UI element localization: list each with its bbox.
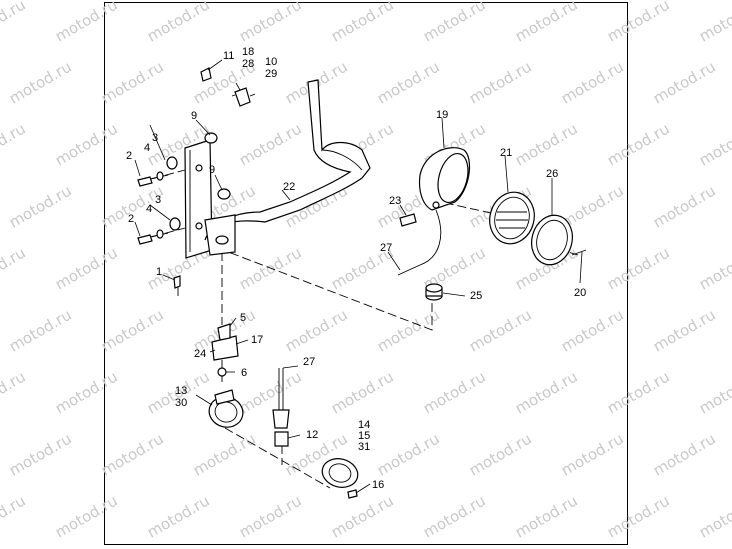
nut-upper [204, 132, 218, 144]
callout-2-upper: 2 [126, 150, 132, 162]
switch-housing [208, 389, 244, 428]
clip-nut [200, 67, 212, 82]
headlamp-lens [489, 191, 535, 245]
switch-lever [272, 368, 290, 429]
callout-26: 26 [546, 168, 558, 180]
leader-lines [134, 59, 583, 494]
callout-22: 22 [283, 181, 295, 193]
callout-4-upper: 4 [144, 142, 150, 154]
callout-1: 1 [156, 266, 162, 278]
grommet [425, 283, 443, 301]
callout-16: 16 [372, 479, 384, 491]
boot-cover [321, 458, 359, 488]
callout-29: 29 [265, 68, 277, 80]
headlamp-bracket [204, 79, 371, 256]
callout-10: 10 [265, 56, 277, 68]
callout-27-lower: 27 [303, 356, 315, 368]
headlamp-wire [397, 209, 442, 276]
callout-28: 28 [242, 58, 254, 70]
callout-4-lower: 4 [146, 203, 152, 215]
screw-1 [173, 275, 181, 289]
lockwasher-lower [156, 229, 164, 239]
trim-ring [531, 214, 587, 266]
screw-16 [347, 489, 358, 499]
nut-6 [217, 367, 227, 377]
callout-9-upper: 9 [191, 110, 197, 122]
headlamp-housing [418, 147, 471, 211]
callout-11: 11 [223, 50, 234, 62]
washer-upper [166, 156, 178, 170]
knob-12 [274, 431, 289, 447]
callout-9-lower: 9 [209, 164, 215, 176]
switch-bracket [211, 323, 239, 361]
terminal-clip [231, 87, 256, 107]
callout-27-upper: 27 [380, 242, 392, 254]
nut-middle [217, 188, 231, 200]
callout-31: 31 [358, 441, 370, 453]
callout-23: 23 [389, 195, 401, 207]
callout-20: 20 [574, 287, 586, 299]
callout-3-upper: 3 [152, 132, 158, 144]
callout-30: 30 [175, 397, 187, 409]
callout-24: 24 [194, 348, 206, 360]
callout-25: 25 [470, 290, 482, 302]
callout-13: 13 [175, 385, 187, 397]
callout-6: 6 [241, 367, 247, 379]
diagram-frame [104, 2, 628, 545]
lockwasher-upper [156, 171, 164, 181]
callout-14: 14 [358, 419, 370, 431]
callout-2-lower: 2 [128, 213, 134, 225]
callout-15: 15 [358, 430, 370, 442]
washer-lower [169, 217, 181, 231]
callout-18: 18 [242, 46, 254, 58]
callout-21: 21 [500, 147, 512, 159]
callout-19: 19 [436, 109, 448, 121]
callout-5: 5 [240, 312, 246, 324]
callouts: 11 18 28 10 29 9 9 3 4 2 3 4 2 22 19 21 … [126, 46, 586, 491]
connector-23 [399, 213, 417, 227]
callout-17: 17 [251, 334, 263, 346]
callout-3-lower: 3 [155, 194, 161, 206]
callout-12: 12 [306, 429, 318, 441]
